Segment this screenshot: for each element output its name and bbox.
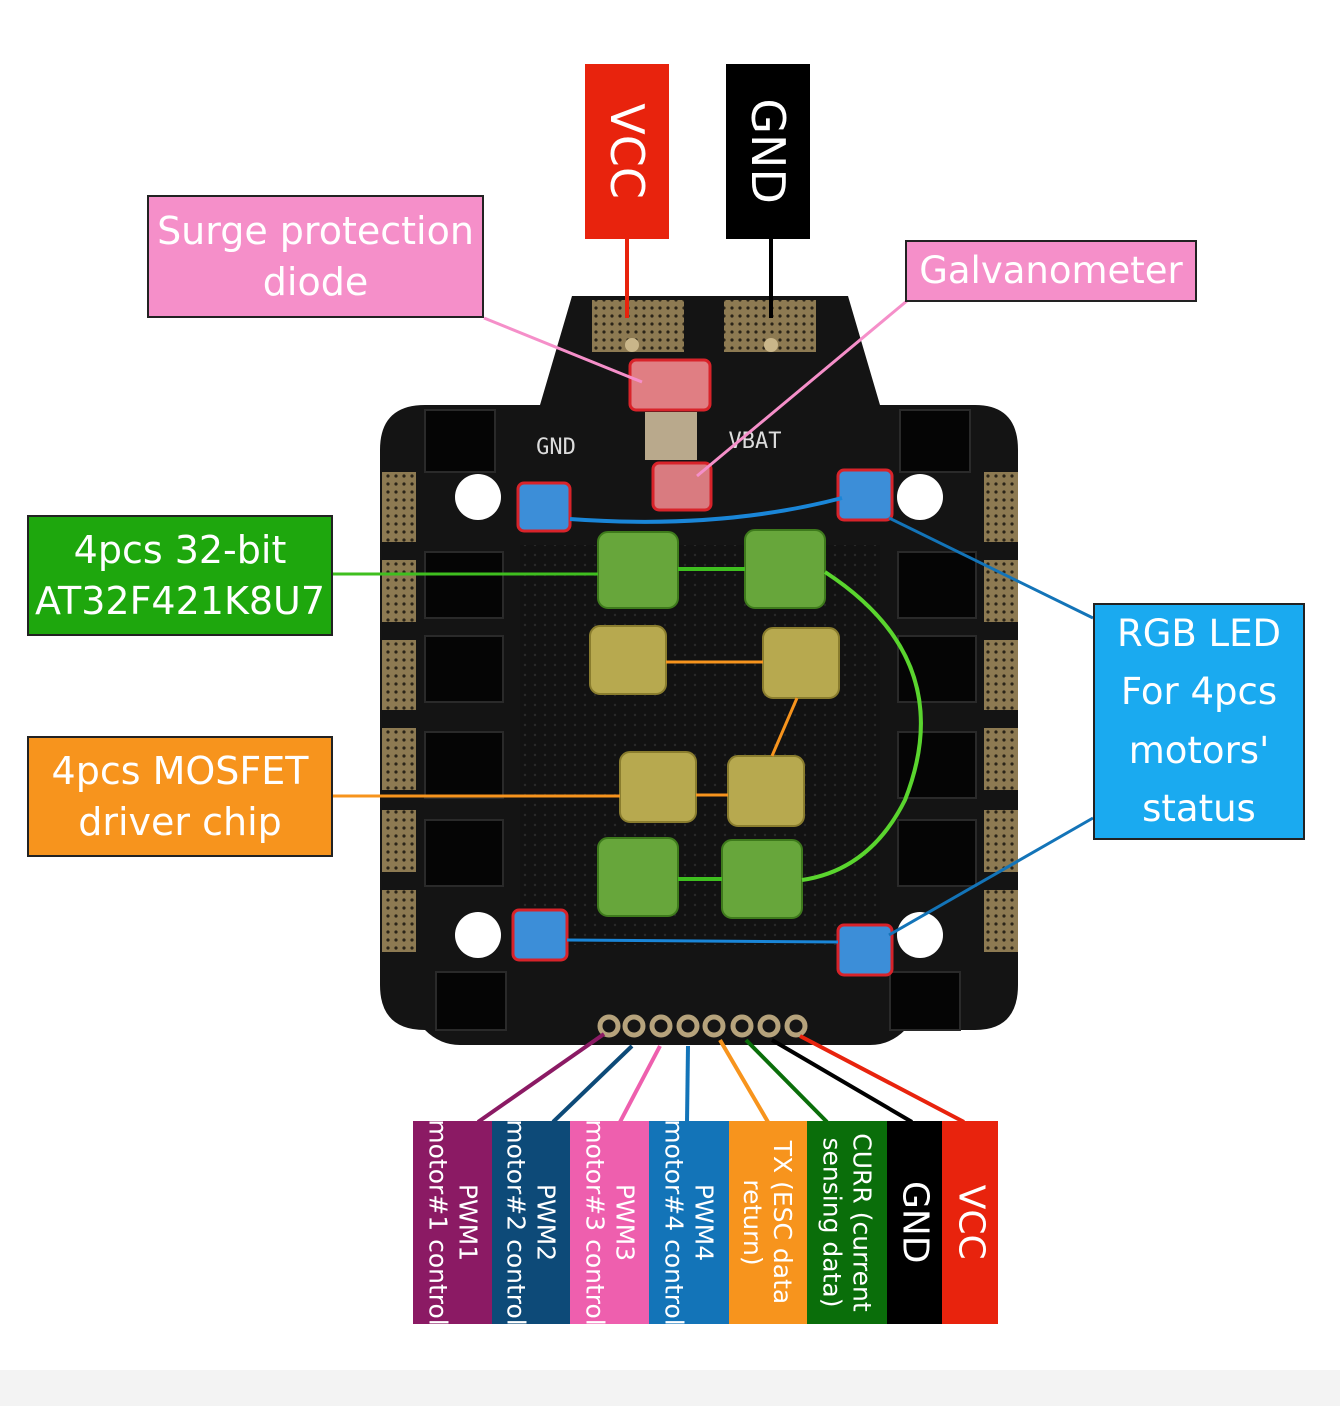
pwm3-title: PWM3: [610, 1183, 639, 1262]
curr-line-2: sensing data): [818, 1137, 848, 1308]
mcu-chips: [597, 529, 826, 919]
surge-line-2: diode: [262, 259, 369, 304]
gnd-terminal-label: GND: [726, 64, 810, 239]
tx-line-2: return): [739, 1179, 769, 1266]
rgb-line-3: motors': [1128, 728, 1270, 772]
pin-label-gnd: GND: [887, 1121, 942, 1324]
rgb-leader-top: [888, 516, 1094, 620]
pwm2-title: PWM2: [531, 1183, 561, 1262]
mosfet-line-2: driver chip: [78, 799, 282, 844]
pin-label-tx: TX (ESC data return): [729, 1121, 807, 1324]
galvanometer-callout: Galvanometer: [905, 240, 1197, 302]
surge-protection-callout: Surge protection diode: [147, 195, 484, 318]
galvanometer-leader: [696, 298, 909, 478]
pwm4-title: PWM4: [689, 1183, 719, 1262]
mcu-callout: 4pcs 32-bit AT32F421K8U7: [27, 515, 333, 636]
rgb-line-1: RGB LED: [1116, 611, 1281, 655]
rgb-line-2: For 4pcs: [1120, 670, 1278, 714]
curr-line-1: CURR (current: [847, 1133, 877, 1312]
capacitor: [645, 412, 697, 460]
rgb-leds: [511, 468, 894, 977]
pin-label-vcc: VCC: [942, 1121, 998, 1324]
bottom-strip: [0, 1370, 1340, 1406]
mcu-line-1: 4pcs 32-bit: [73, 528, 287, 573]
rgb-led-callout: RGB LED For 4pcs motors' status: [1093, 603, 1305, 840]
bottom-solder-pads: [597, 1014, 808, 1038]
pin-label-pwm3: PWM3 (motor#3 control): [570, 1110, 649, 1336]
right-castellations: [984, 472, 1018, 952]
galvanometer-line-1: Galvanometer: [919, 248, 1183, 292]
surge-line-1: Surge protection: [157, 209, 474, 254]
vcc-terminal-label: VCC: [585, 64, 669, 239]
pwm1-desc: (motor#1 control): [423, 1109, 453, 1336]
mosfet-driver-chips: [589, 625, 840, 827]
surge-diode-highlight: [628, 358, 712, 412]
gnd-pin-text: GND: [894, 1181, 936, 1264]
pin-label-pwm4: PWM4 (motor#4 control): [649, 1110, 729, 1336]
pin-label-pwm2: PWM2 (motor#2 control): [492, 1110, 570, 1336]
left-castellations: [382, 472, 416, 952]
mount-hole: [897, 474, 943, 520]
pwm2-desc: (motor#2 control): [502, 1109, 531, 1336]
rgb-line-4: status: [1142, 786, 1256, 830]
vcc-pin-text: VCC: [950, 1185, 992, 1260]
mosfet-driver-callout: 4pcs MOSFET driver chip: [27, 736, 333, 857]
tx-line-1: TX (ESC data: [768, 1140, 798, 1305]
pin-label-pwm1: PWM1 (motor#1 control): [413, 1110, 492, 1336]
silk-gnd: GND: [536, 435, 576, 460]
mount-hole: [455, 474, 501, 520]
mcu-line-2: AT32F421K8U7: [34, 578, 326, 623]
rgb-leader-bottom: [888, 816, 1094, 937]
mount-hole: [455, 912, 501, 958]
pwm4-desc: (motor#4 control): [660, 1109, 689, 1336]
surge-leader: [483, 316, 643, 384]
pwm3-desc: (motor#3 control): [580, 1109, 610, 1336]
pin-label-curr: CURR (current sensing data): [807, 1121, 887, 1324]
mosfet-line-1: 4pcs MOSFET: [51, 749, 309, 794]
pwm1-title: PWM1: [453, 1183, 482, 1262]
power-mosfets: [424, 409, 977, 1031]
